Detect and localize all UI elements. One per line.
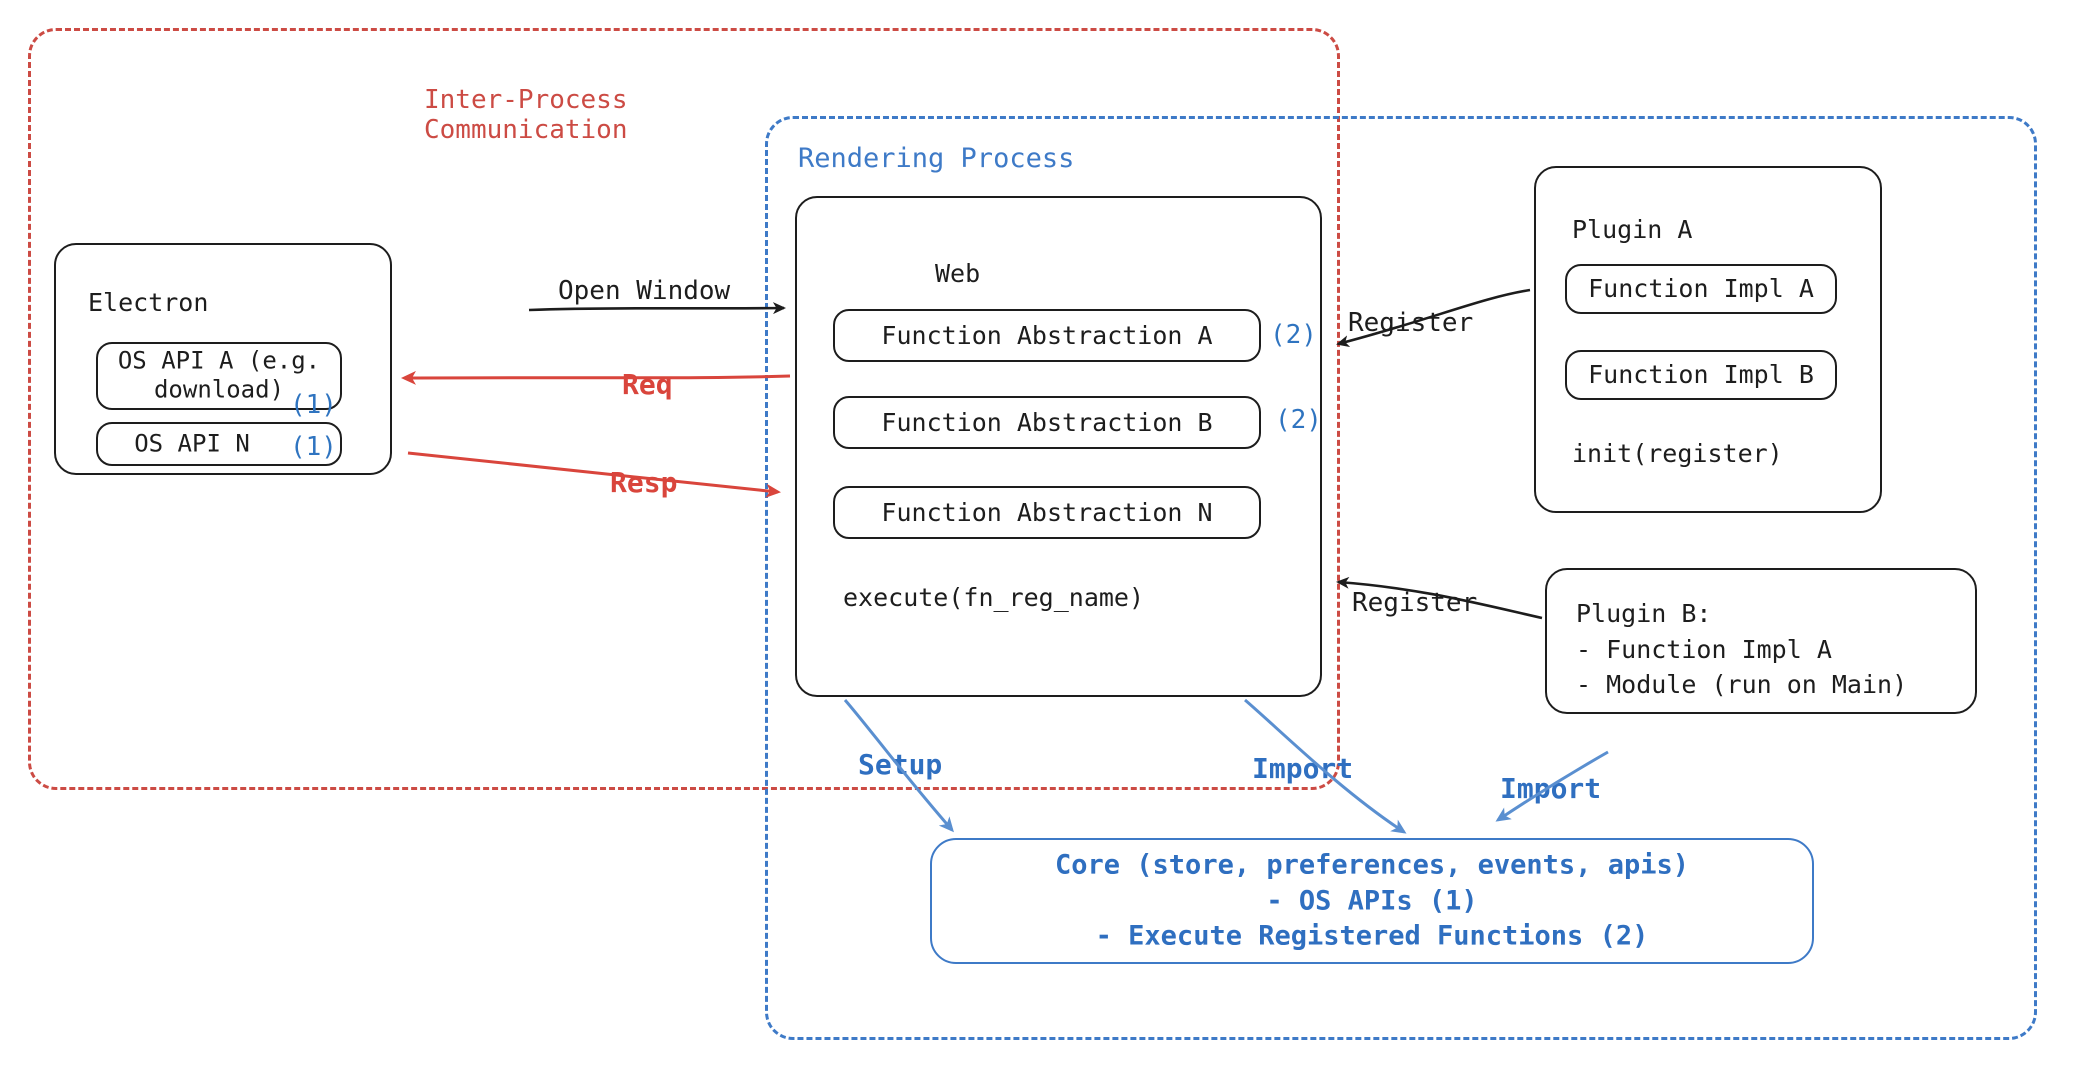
function-abstraction-n-label: Function Abstraction N — [881, 497, 1213, 527]
edge-label-resp: Resp — [610, 466, 678, 499]
edge-label-import-plugin: Import — [1500, 772, 1602, 805]
ipc-region-label: Inter-Process Communication — [424, 85, 628, 145]
rendering-process-region-label: Rendering Process — [798, 143, 1075, 174]
region-rendering-process — [765, 116, 2037, 1040]
os-api-n-tag: (1) — [290, 432, 337, 462]
edge-label-register-plugin-a: Register — [1348, 308, 1474, 338]
edge-label-register-plugin-b: Register — [1352, 588, 1478, 618]
electron-title: Electron — [88, 288, 209, 317]
os-api-n-box[interactable]: OS API N — [96, 422, 342, 466]
plugin-a-box — [1534, 166, 1882, 513]
core-label: Core (store, preferences, events, apis) … — [1055, 849, 1689, 952]
core-box: Core (store, preferences, events, apis) … — [930, 838, 1814, 964]
plugin-a-title: Plugin A — [1572, 215, 1693, 244]
function-impl-b-label: Function Impl B — [1588, 359, 1814, 389]
function-impl-b-box[interactable]: Function Impl B — [1565, 350, 1837, 400]
os-api-a-tag: (1) — [290, 390, 337, 420]
plugin-b-box — [1545, 568, 1977, 714]
os-api-a-label: OS API A (e.g. download) — [117, 346, 321, 404]
edge-label-open-window: Open Window — [558, 276, 731, 306]
function-impl-a-label: Function Impl A — [1588, 273, 1814, 303]
region-inter-process-communication — [28, 28, 1340, 790]
function-abstraction-n-box[interactable]: Function Abstraction N — [833, 486, 1261, 539]
web-execute-label: execute(fn_reg_name) — [843, 583, 1145, 612]
function-abstraction-a-box[interactable]: Function Abstraction A — [833, 309, 1261, 362]
function-abstraction-b-tag: (2) — [1275, 405, 1322, 435]
function-impl-a-box[interactable]: Function Impl A — [1565, 264, 1837, 314]
function-abstraction-a-label: Function Abstraction A — [881, 320, 1213, 350]
os-api-a-box[interactable]: OS API A (e.g. download) — [96, 342, 342, 410]
web-title: Web — [935, 259, 981, 288]
edge-label-req: Req — [622, 368, 673, 401]
edge-label-setup: Setup — [858, 748, 943, 781]
function-abstraction-b-box[interactable]: Function Abstraction B — [833, 396, 1261, 449]
function-abstraction-a-tag: (2) — [1270, 320, 1317, 350]
plugin-a-init-label: init(register) — [1572, 439, 1783, 468]
edge-label-import-web: Import — [1252, 752, 1354, 785]
os-api-n-label: OS API N — [134, 429, 250, 458]
function-abstraction-b-label: Function Abstraction B — [881, 407, 1213, 437]
plugin-b-label: Plugin B: - Function Impl A - Module (ru… — [1576, 599, 1908, 699]
